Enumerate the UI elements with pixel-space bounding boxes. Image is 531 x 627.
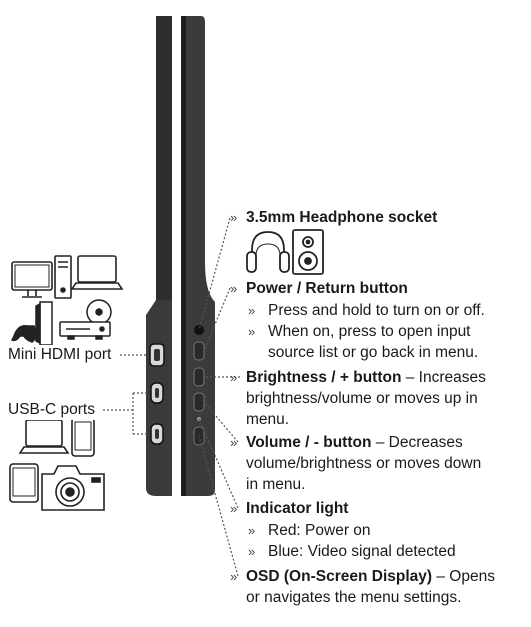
headphones-icon bbox=[246, 231, 290, 273]
chevron-icon: » bbox=[230, 281, 238, 296]
volume-line-1: Volume / - button – Decreases bbox=[246, 434, 463, 451]
brightness-line-2: brightness/volume or moves up in bbox=[246, 390, 478, 407]
camera-icon bbox=[41, 465, 105, 511]
power-bullet-1: »Press and hold to turn on or off. bbox=[248, 302, 485, 319]
mini-hdmi-port-shape bbox=[149, 343, 165, 367]
brightness-line-3: menu. bbox=[246, 411, 290, 428]
chevron-icon: » bbox=[230, 569, 238, 584]
speaker-icon bbox=[292, 229, 324, 275]
chevron-icon: » bbox=[248, 544, 256, 559]
chevron-icon: » bbox=[248, 303, 256, 318]
minus-button-shape bbox=[193, 392, 205, 412]
chevron-icon: » bbox=[248, 324, 256, 339]
chevron-icon: » bbox=[248, 523, 256, 538]
usb-c-ports-label: USB-C ports bbox=[8, 400, 97, 420]
power-bullet-2: »When on, press to open input bbox=[248, 323, 471, 340]
power-button-shape bbox=[193, 341, 205, 361]
usb-c-port-shape-2 bbox=[150, 423, 164, 445]
usb-c-port-shape-1 bbox=[150, 382, 164, 404]
leader-lines bbox=[103, 217, 240, 577]
plus-button-shape bbox=[193, 367, 205, 387]
power-bullet-2-cont: source list or go back in menu. bbox=[268, 344, 479, 361]
chevron-icon: » bbox=[230, 370, 238, 385]
mini-hdmi-port-label: Mini HDMI port bbox=[8, 345, 114, 365]
chevron-icon: » bbox=[230, 210, 238, 225]
headphone-socket-title: 3.5mm Headphone socket bbox=[246, 209, 438, 226]
indicator-bullet-1: »Red: Power on bbox=[248, 522, 371, 539]
indicator-bullet-2: »Blue: Video signal detected bbox=[248, 543, 456, 560]
dvd-player-icon bbox=[59, 299, 112, 340]
smartphone-icon bbox=[71, 417, 95, 457]
osd-line-2: or navigates the menu settings. bbox=[246, 589, 462, 606]
laptop-icon-usb bbox=[18, 419, 70, 454]
osd-line-1: OSD (On-Screen Display) – Opens bbox=[246, 568, 495, 585]
desktop-computer-icon bbox=[11, 255, 72, 299]
tablet-icon bbox=[9, 463, 39, 503]
volume-line-3: in menu. bbox=[246, 476, 306, 493]
volume-line-2: volume/brightness or moves down bbox=[246, 455, 482, 472]
indicator-light-title: Indicator light bbox=[246, 500, 349, 517]
game-console-icon bbox=[10, 301, 53, 346]
laptop-icon bbox=[70, 255, 124, 290]
chevron-icon: » bbox=[230, 501, 238, 516]
brightness-line-1: Brightness / + button – Increases bbox=[246, 369, 486, 386]
chevron-icon: » bbox=[230, 435, 238, 450]
power-button-title: Power / Return button bbox=[246, 280, 408, 297]
